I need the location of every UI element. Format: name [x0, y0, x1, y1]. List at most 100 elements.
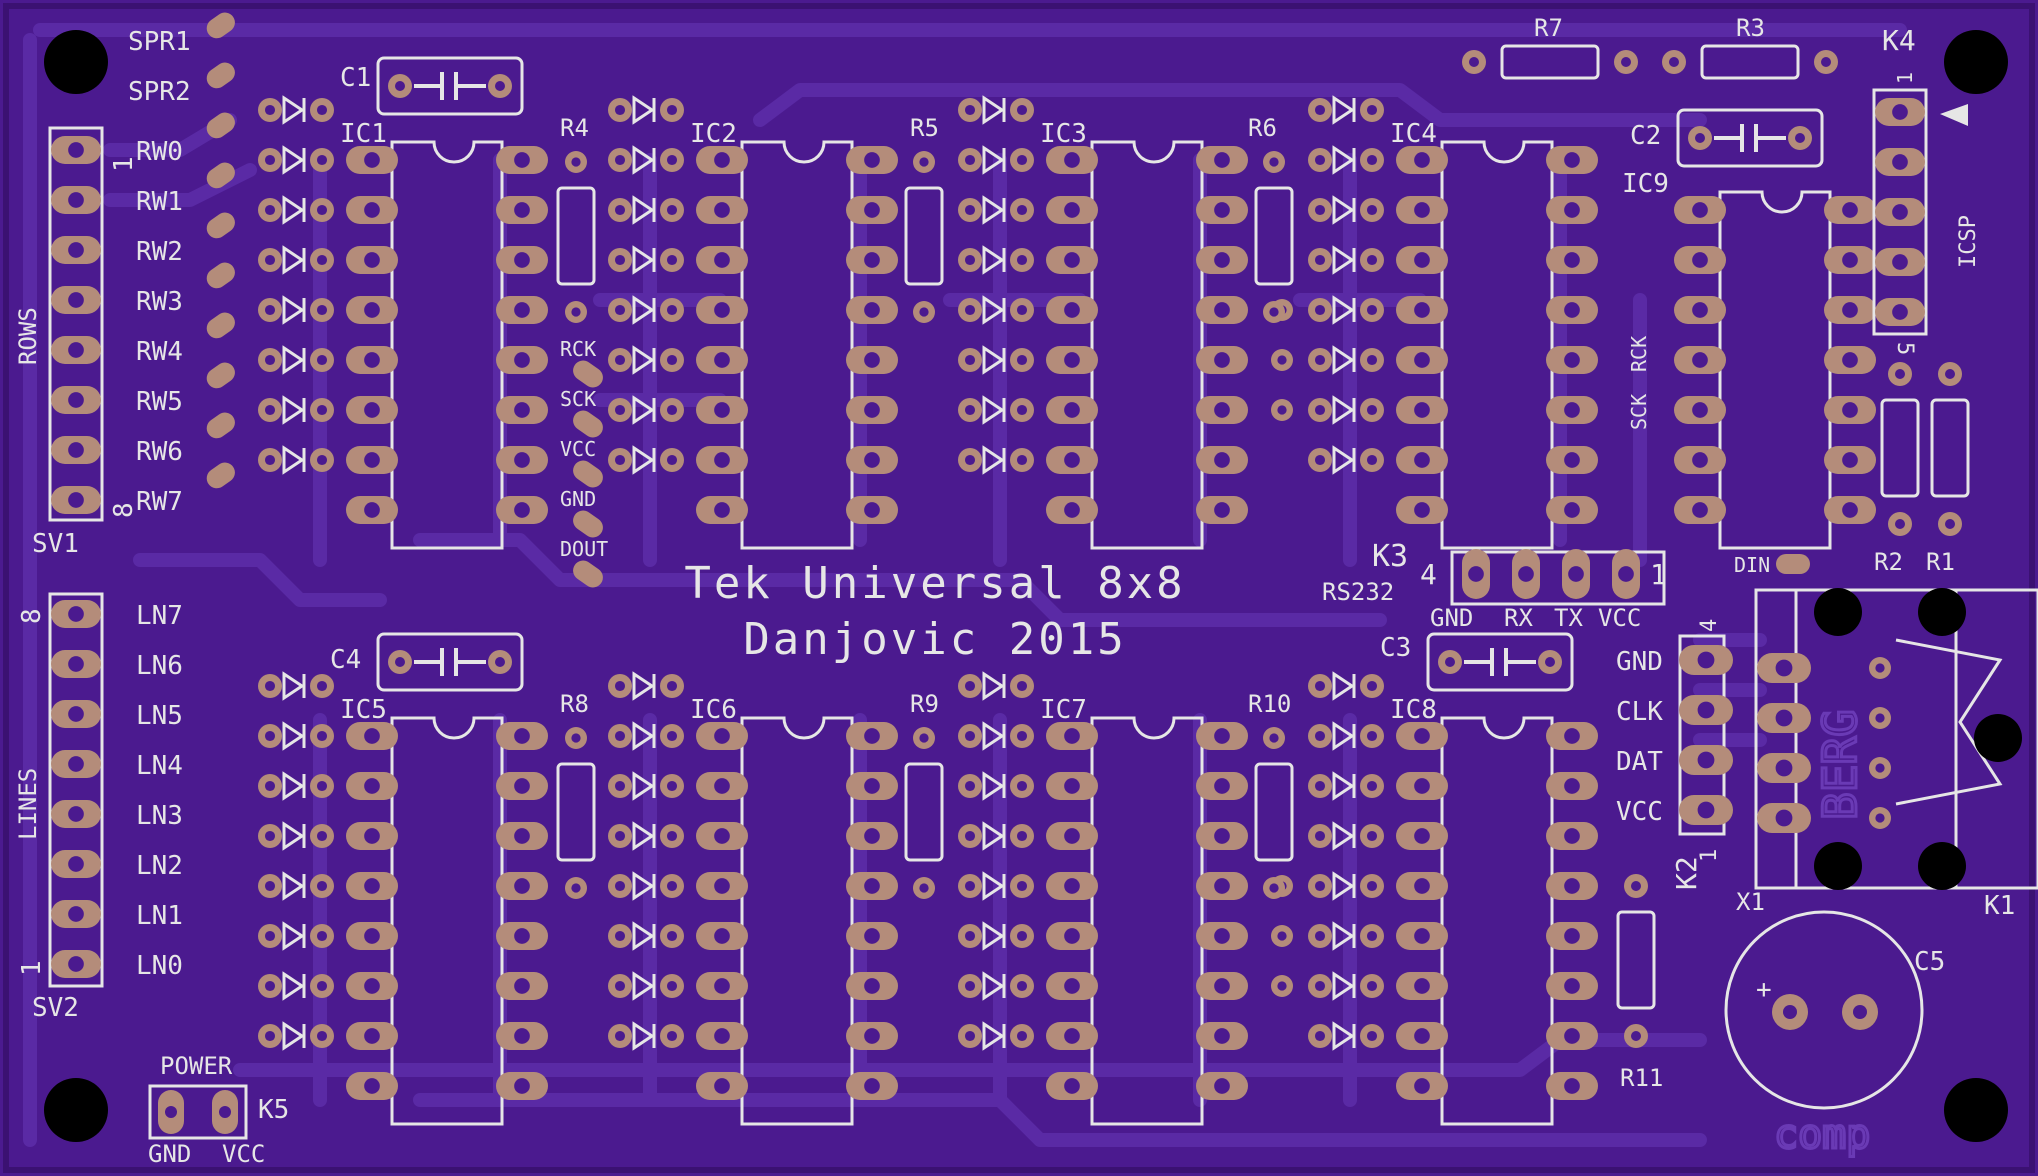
icsp-label: ICSP	[1956, 215, 1981, 268]
diode	[958, 445, 1034, 475]
diode	[1308, 821, 1384, 851]
sv1-row-label: RW2	[136, 237, 183, 267]
r6-label: R6	[1248, 114, 1277, 142]
k2-pin4: 4	[1697, 619, 1722, 632]
sv1-row-label: RW1	[136, 187, 183, 217]
diode	[608, 345, 684, 375]
ic-package	[1396, 140, 1598, 550]
k3-pin4: 4	[1420, 558, 1437, 591]
k3-gnd-label: GND	[1430, 604, 1473, 632]
spare-pad	[206, 262, 235, 289]
diode	[608, 145, 684, 175]
r10-label: R10	[1248, 690, 1291, 718]
ic8-label: IC8	[1390, 695, 1437, 725]
k3-rx-label: RX	[1504, 604, 1533, 632]
resistor-layer	[556, 151, 1294, 899]
diode	[958, 295, 1034, 325]
diode-layer	[258, 95, 1384, 1051]
diode	[958, 821, 1034, 851]
ic-package	[1046, 716, 1248, 1126]
sv1-row-label: RW6	[136, 437, 183, 467]
berg-brand: BERG	[1813, 709, 1867, 820]
diode	[608, 771, 684, 801]
diode	[258, 871, 334, 901]
diode	[608, 871, 684, 901]
k5-gnd-label: GND	[148, 1140, 191, 1168]
k3-tx-label: TX	[1554, 604, 1583, 632]
spare-pads	[206, 12, 235, 489]
diode	[258, 721, 334, 751]
r3-label: R3	[1736, 14, 1765, 42]
diode	[958, 971, 1034, 1001]
r2-label: R2	[1874, 548, 1903, 576]
ic2-label: IC2	[690, 119, 737, 149]
ic-layer	[346, 140, 1876, 1126]
r4-label: R4	[560, 114, 589, 142]
diode	[258, 445, 334, 475]
diode	[1308, 95, 1384, 125]
trace	[1693, 633, 1767, 747]
ic9-sck-label: SCK	[1627, 394, 1651, 430]
diode	[958, 771, 1034, 801]
ic9-label: IC9	[1622, 169, 1669, 199]
r1-label: R1	[1926, 548, 1955, 576]
spr2-label: SPR2	[128, 77, 191, 107]
spare-pad	[206, 312, 235, 339]
diode	[258, 395, 334, 425]
resistor	[556, 727, 596, 899]
r7-label: R7	[1534, 14, 1563, 42]
board-title: Tek Universal 8x8	[684, 558, 1185, 609]
diode	[1308, 295, 1384, 325]
diode	[608, 195, 684, 225]
din-pad	[1776, 554, 1810, 574]
diode	[258, 971, 334, 1001]
sv1-pin-first: 1	[109, 156, 139, 172]
mid-pad	[573, 360, 603, 388]
k2-gnd-label: GND	[1616, 647, 1663, 677]
diode	[258, 245, 334, 275]
spr1-label: SPR1	[128, 27, 191, 57]
k1-berg-connector	[1754, 588, 2038, 890]
resistor	[1254, 727, 1294, 899]
k2-dat-label: DAT	[1616, 747, 1663, 777]
c2-label: C2	[1630, 121, 1661, 151]
rs232-label: RS232	[1322, 578, 1394, 606]
mounting-holes	[44, 30, 2008, 1142]
trace	[23, 23, 1907, 1147]
diode	[258, 345, 334, 375]
k2-label: K2	[1670, 856, 1703, 890]
diode	[258, 671, 334, 701]
k4-pin1: 1	[1893, 72, 1917, 84]
mid-rck-label: RCK	[560, 337, 596, 361]
sv2-pin-first: 1	[17, 960, 47, 976]
r8-label: R8	[560, 690, 589, 718]
diode	[608, 295, 684, 325]
mid-pad	[573, 410, 603, 438]
k5-vcc-label: VCC	[222, 1140, 265, 1168]
k3-vcc-label: VCC	[1598, 604, 1641, 632]
diode	[958, 345, 1034, 375]
diode	[1308, 971, 1384, 1001]
k3-rs232-header	[1450, 549, 1666, 606]
sv2-line-label: LN3	[136, 801, 183, 831]
diode	[1308, 395, 1384, 425]
k3-label: K3	[1372, 539, 1408, 574]
diode	[1308, 871, 1384, 901]
ic-package	[696, 140, 898, 550]
diode	[1308, 145, 1384, 175]
k2-vcc-label: VCC	[1616, 797, 1663, 827]
k4-icsp-header	[1872, 88, 1968, 336]
diode	[258, 145, 334, 175]
diode	[1308, 671, 1384, 701]
sv2-line-label: LN7	[136, 601, 183, 631]
sv2-line-label: LN6	[136, 651, 183, 681]
ic7-label: IC7	[1040, 695, 1087, 725]
ic9-package	[1674, 190, 1876, 550]
x1-label: X1	[1736, 888, 1765, 916]
diode	[258, 821, 334, 851]
sv2-line-label: LN0	[136, 951, 183, 981]
k5-label: K5	[258, 1095, 289, 1125]
diode	[1308, 721, 1384, 751]
